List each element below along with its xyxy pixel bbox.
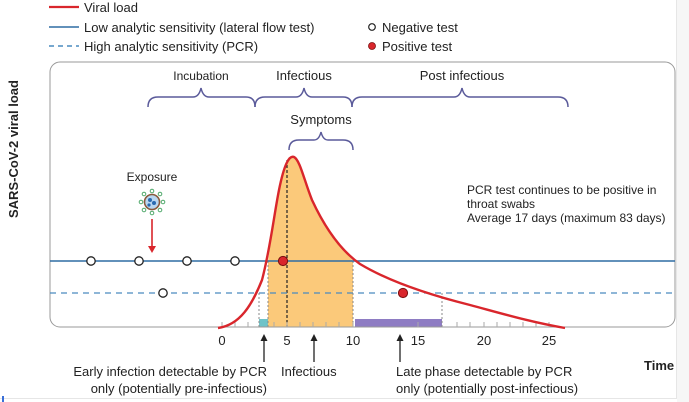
viral-load-curve [217,155,566,330]
selection-marker [2,396,4,402]
x-axis-label: Time [644,358,674,373]
early-pcr-bar [259,319,268,327]
x-tick-label: 5 [283,333,290,348]
early-pcr-annotation-line-2: only (potentially pre-infectious) [91,381,267,396]
virus-icon [138,188,166,216]
positive-test-marker [397,287,409,299]
legend-label-positive-test: Positive test [382,39,452,54]
incubation-brace [147,87,256,108]
post-infectious-brace [351,87,569,108]
x-tick-label: 10 [346,333,360,348]
infectious-area [268,156,353,327]
incubation-label: Incubation [173,69,228,83]
test-points [86,255,409,299]
symptoms-label: Symptoms [290,112,352,127]
legend-label-pcr: High analytic sensitivity (PCR) [84,39,258,54]
negative-test-marker [182,256,192,266]
negative-test-marker [134,256,144,266]
negative-test-marker [158,288,168,298]
positive-test-marker [277,255,289,267]
x-tick-label: 15 [411,333,425,348]
scrollbar-track[interactable] [677,0,689,402]
late-pcr-annotation-line-2: only (potentially post-infectious) [396,381,578,396]
x-tick-label: 20 [477,333,491,348]
post-infectious-label: Post infectious [420,68,505,83]
arrow-up-icon [260,334,268,341]
legend-label-lateral-flow: Low analytic sensitivity (lateral flow t… [84,20,314,35]
pcr-note-line-1: PCR test continues to be positive in [467,183,656,197]
y-axis-label: SARS-CoV-2 viral load [6,80,21,218]
infectious-brace [254,87,353,108]
positive-test-legend-icon [368,42,376,50]
symptoms-brace [288,131,354,151]
pcr-note-line-2: throat swabs [467,197,535,211]
legend: Viral load Low analytic sensitivity (lat… [49,0,458,54]
late-pcr-annotation-line-1: Late phase detectable by PCR [396,364,572,379]
legend-label-viral-load: Viral load [84,0,138,15]
negative-test-marker [230,256,240,266]
figure-frame [0,0,677,399]
exposure-arrow-icon [148,246,156,253]
x-tick-label: 0 [218,333,225,348]
pcr-note-line-3: Average 17 days (maximum 83 days) [467,211,666,225]
exposure-label: Exposure [127,170,178,184]
negative-test-marker [86,256,96,266]
arrow-up-icon [396,334,404,341]
x-axis-minor-ticks [221,322,550,327]
legend-label-negative-test: Negative test [382,20,458,35]
x-tick-label: 25 [542,333,556,348]
phase-braces [147,87,569,151]
infectious-annotation: Infectious [281,364,337,379]
infectious-phase-label: Infectious [276,68,332,83]
annotation-arrows [260,334,404,362]
arrow-up-icon [310,334,318,341]
early-pcr-annotation-line-1: Early infection detectable by PCR [73,364,267,379]
negative-test-legend-icon [368,23,376,31]
late-pcr-bar [355,319,442,327]
